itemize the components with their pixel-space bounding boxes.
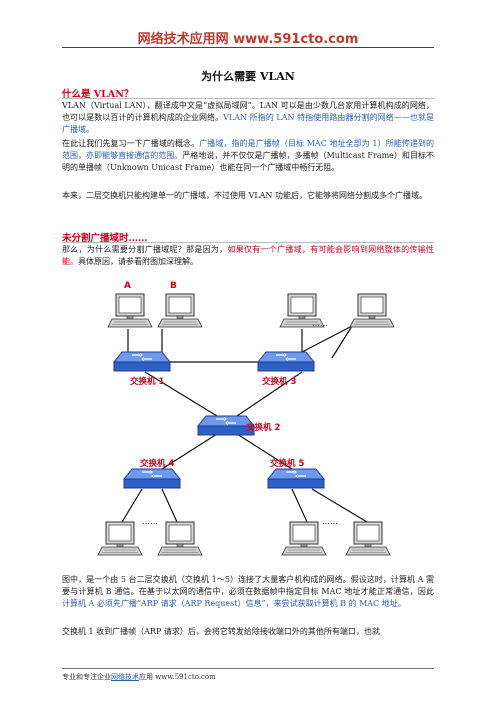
heading-divider [62,98,434,99]
section-heading-what-is-vlan: 什么是 VLAN？ [62,89,134,100]
paragraph-diagram-explanation: 图中，是一个由 5 台二层交换机（交换机 1～5）连接了大量客户机构成的网络。假… [62,574,434,610]
computer[interactable] [345,521,391,556]
highlight-text: VLAN 所指的 LAN 特指使用路由器分割的网络——也就是广播域。 [62,113,434,134]
paragraph-l2-switch: 本来，二层交换机只能构建单一的广播域，不过使用 VLAN 功能后，它能够将网络分… [62,191,427,200]
paragraph-broadcast-domain: 在此让我们先复习一下广播域的概念。广播域，指的是广播帧（目标 MAC 地址全部为… [62,138,434,174]
switch-3-label: 交换机 3 [262,376,296,387]
more-computers-ellipsis: …… [312,319,328,328]
paragraph-text: VLAN（Virtual LAN），翻译成中文是“虚拟局域网”。LAN 可以是由… [62,101,434,122]
switch-4-label: 交换机 4 [140,458,174,469]
computer[interactable] [281,521,327,556]
paragraph-switch-forwarding: 交换机 1 收到广播帧（ARP 请求）后，会将它转发给除接收端口外的其他所有端口… [62,627,380,636]
header-divider [62,47,434,48]
switch-1[interactable] [113,351,171,372]
document-title: 为什么需要 VLAN [201,70,295,83]
switch-5-label: 交换机 5 [270,458,304,469]
computer[interactable] [349,293,395,328]
paragraph-vlan-intro: VLAN（Virtual LAN），翻译成中文是“虚拟局域网”。LAN 可以是由… [62,100,434,136]
computer-a[interactable] [107,293,153,328]
switch-3[interactable] [257,351,315,372]
footer: 专业和专注企业网络技术应用 www.591cto.com [62,672,216,682]
switch-4[interactable] [123,468,181,489]
heading-divider [62,242,434,243]
pc-a-label: A [124,281,131,291]
site-header[interactable]: 网络技术应用网 www.591cto.com [137,32,359,47]
footer-prefix: 专业和专注企业 [62,673,111,681]
more-computers-ellipsis: …… [322,517,338,526]
network-diagram: A B …… 交换机 1 交换机 3 交换机 2 交换机 4 交换机 5 …… … [97,281,395,556]
paragraph-text: 具体原因，请参看附图加深理解。 [78,257,198,266]
paragraph-why-split: 那么，为什么需要分割广播域呢？那是因为，如果仅有一个广播域，有可能会影响到网络整… [62,244,434,268]
pc-b-label: B [170,281,177,291]
computer[interactable] [157,521,203,556]
more-computers-ellipsis: …… [142,517,158,526]
highlight-text: 广播域，指的是广播帧（目标 MAC 地址全部为 1）所能传递到的范围，亦即能够直… [62,139,434,160]
computer-b[interactable] [157,293,203,328]
section-heading-no-split: 未分割广播域时…… [62,233,148,244]
footer-link[interactable]: 网络技术 [111,673,139,681]
switch-5[interactable] [267,468,325,489]
switch-1-label: 交换机 1 [130,376,164,387]
switch-2-label: 交换机 2 [246,422,280,433]
paragraph-text: 严格地说，并不仅仅是广播帧，多播帧（Multicast Frame）和目标不明的… [62,151,434,172]
highlight-text: 如果仅有一个广播域，有可能会影响到网络整体的传输性能。 [62,245,434,266]
footer-suffix: 应用 www.591cto.com [139,673,216,681]
link-lines [121,325,368,523]
highlight-text: 计算机 A 必须先广播“ARP 请求（ARP Request）信息”，来尝试获取… [62,599,406,608]
paragraph-text: 那么，为什么需要分割广播域呢？那是因为， [62,245,228,254]
paragraph-text: 在此让我们先复习一下广播域的概念。 [62,139,200,148]
footer-divider [62,668,434,669]
computer[interactable] [97,521,143,556]
paragraph-text: 图中，是一个由 5 台二层交换机（交换机 1～5）连接了大量客户机构成的网络。假… [62,575,434,596]
